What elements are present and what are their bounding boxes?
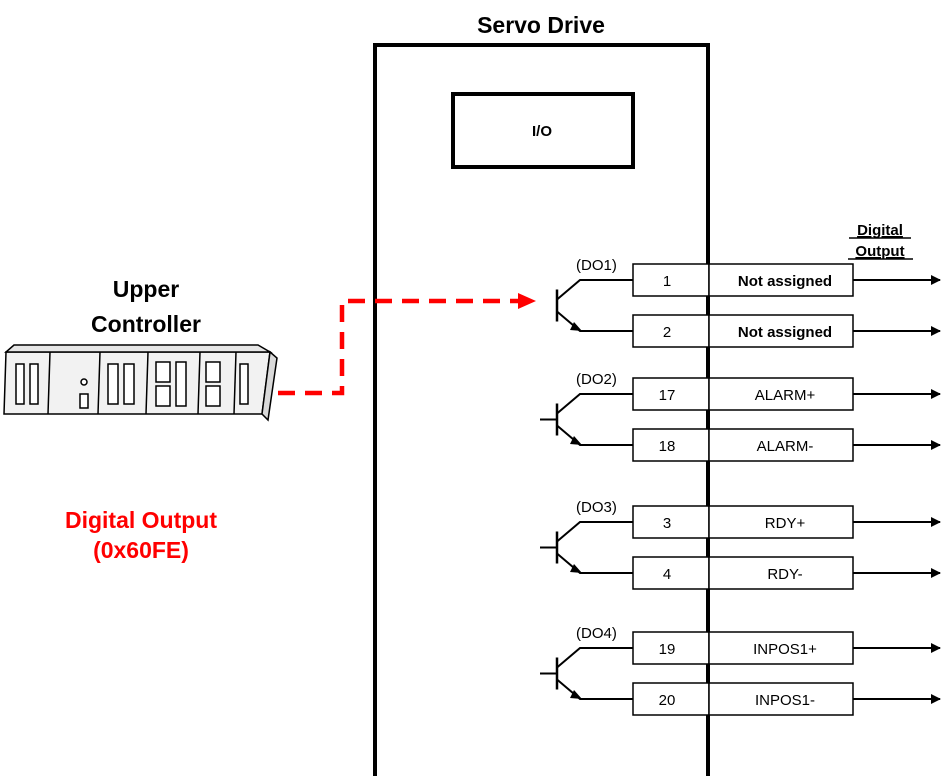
terminal-pin-number: 2 [663, 324, 671, 341]
terminal-signal-name: ALARM- [757, 438, 814, 455]
terminal-signal-cell [708, 682, 854, 716]
terminal-pin-cell [632, 314, 710, 348]
terminal-pin-number: 4 [663, 566, 671, 583]
terminal-pin-cell [632, 505, 710, 539]
output-group: (DO2) 17 ALARM+ 18 ALARM- [540, 371, 941, 462]
terminal-pin-number: 18 [659, 438, 676, 455]
output-group: (DO3) 3 RDY+ 4 RDY- [540, 499, 941, 590]
terminal-pin-cell [632, 428, 710, 462]
transistor-emitter-lead [556, 678, 633, 700]
transistor-emitter-lead [556, 552, 633, 574]
terminal-signal-cell [708, 377, 854, 411]
plc-rack-icon [3, 344, 278, 422]
terminal-signal-name: ALARM+ [755, 387, 816, 404]
digital-output-header-line1: Digital [857, 222, 903, 239]
command-signal-path [278, 293, 536, 396]
transistor-emitter-arrow [570, 690, 582, 699]
transistor-emitter-lead [556, 310, 633, 332]
output-group: (DO4) 19 INPOS1+ 20 INPOS1- [540, 625, 941, 716]
terminal-pin-cell [632, 377, 710, 411]
terminal-pin-number: 17 [659, 387, 676, 404]
terminal-signal-name: INPOS1+ [753, 641, 817, 658]
transistor-emitter-arrow [570, 322, 582, 331]
terminal-signal-cell [708, 428, 854, 462]
digital-output-header-line2: Output [855, 243, 904, 260]
transistor-collector-lead [556, 393, 633, 415]
terminal-pin-number: 1 [663, 273, 671, 290]
terminal-pin-number: 3 [663, 515, 671, 532]
transistor-collector-lead [556, 279, 633, 301]
terminal-pin-number: 19 [659, 641, 676, 658]
output-group-label: (DO1) [576, 257, 617, 274]
controller-function-label: Digital Output [65, 507, 217, 533]
io-block [451, 92, 635, 169]
output-group-label: (DO3) [576, 499, 617, 516]
controller-title-upper: Upper [113, 276, 180, 302]
terminal-pin-cell [632, 682, 710, 716]
terminal-signal-name: Not assigned [738, 324, 832, 341]
output-group-label: (DO4) [576, 625, 617, 642]
terminal-signal-cell [708, 314, 854, 348]
terminal-signal-name: Not assigned [738, 273, 832, 290]
transistor-emitter-lead [556, 424, 633, 446]
controller-object-index: (0x60FE) [93, 537, 189, 563]
transistor-emitter-arrow [570, 436, 582, 445]
terminal-signal-name: INPOS1- [755, 692, 815, 709]
terminal-signal-name: RDY+ [765, 515, 806, 532]
terminal-signal-name: RDY- [767, 566, 802, 583]
transistor-collector-lead [556, 647, 633, 669]
output-group-label: (DO2) [576, 371, 617, 388]
io-label: I/O [532, 123, 552, 140]
terminal-pin-cell [632, 631, 710, 665]
terminal-signal-cell [708, 505, 854, 539]
controller-title-lower: Controller [91, 311, 201, 337]
terminal-pin-number: 20 [659, 692, 676, 709]
servo-drive-title: Servo Drive [477, 12, 605, 38]
transistor-collector-lead [556, 521, 633, 543]
transistor-emitter-arrow [570, 564, 582, 573]
